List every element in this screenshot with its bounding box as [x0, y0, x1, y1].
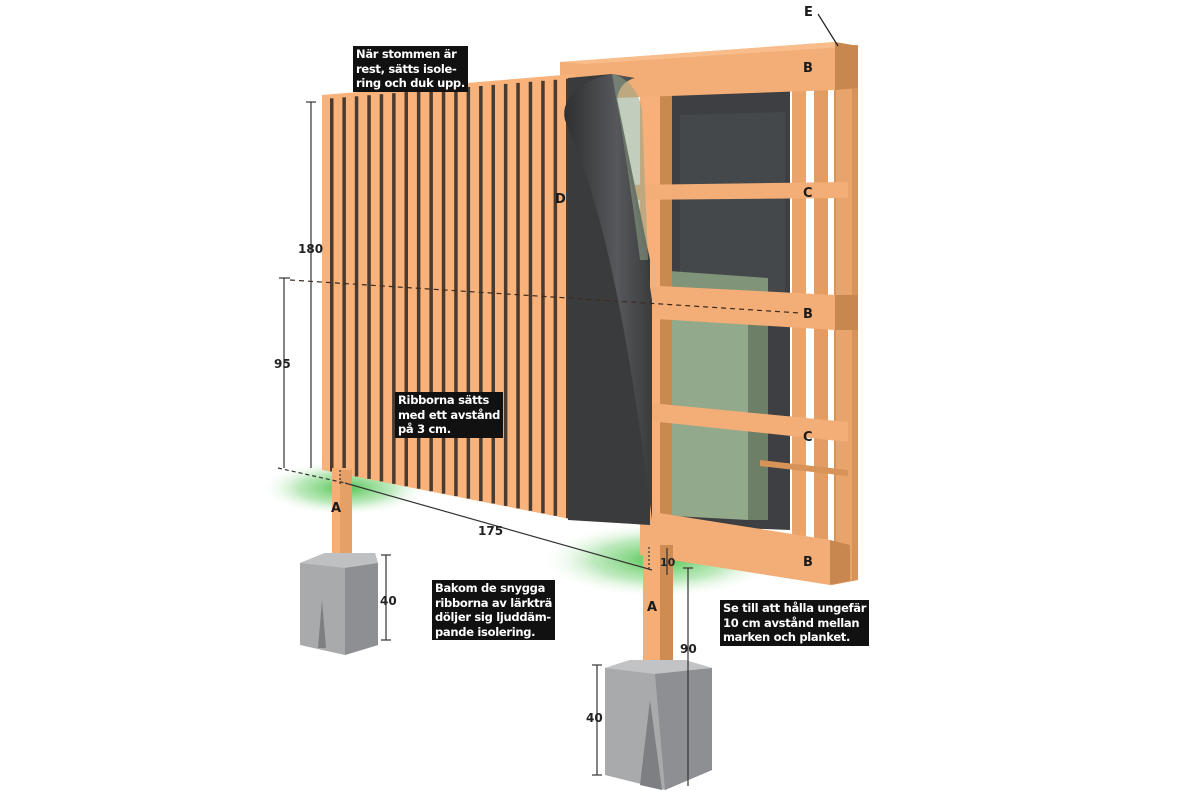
footing-right — [605, 660, 712, 790]
callout-behind: Bakom de snygga ribborna av lärkträ dölj… — [432, 580, 556, 640]
slat-gap — [491, 84, 495, 504]
label-a-right: A — [647, 600, 657, 615]
label-b-middle: B — [803, 307, 813, 322]
post-a-left — [332, 468, 352, 573]
slat-gap — [553, 79, 558, 516]
slat-gap — [466, 87, 471, 499]
slat-gap — [503, 83, 508, 506]
slat-gap — [404, 92, 408, 487]
rail-b-middle — [640, 285, 858, 330]
dim-height-mid: 95 — [274, 357, 291, 371]
slat-gap — [566, 78, 570, 519]
rail-b-bottom — [640, 510, 850, 585]
slat-gap — [379, 94, 384, 482]
slat-gap — [516, 82, 520, 509]
dim-footing-right: 40 — [586, 711, 603, 725]
label-b-bottom: B — [803, 555, 813, 570]
callout-frame: När stommen är rest, sätts isole- ring o… — [353, 46, 468, 92]
slat-gap — [392, 93, 396, 484]
footing-left — [300, 553, 378, 655]
dim-footing-left: 40 — [380, 594, 397, 608]
dim-span: 175 — [478, 524, 503, 538]
slat-gap — [479, 86, 483, 502]
slat-gap — [429, 90, 433, 492]
post-a-right — [643, 545, 673, 673]
slat-gap — [342, 97, 346, 475]
label-b-top: B — [803, 61, 813, 76]
slat-gap — [541, 80, 545, 514]
label-a-left: A — [331, 501, 341, 516]
slat-gap — [330, 98, 334, 472]
dim-ground-gap: 10 — [660, 556, 676, 569]
label-e: E — [804, 5, 813, 20]
slat-gap — [454, 88, 458, 497]
slat-gap — [528, 81, 533, 511]
dimension-lines — [277, 13, 839, 786]
slat-panel — [322, 74, 575, 520]
rail-c-lower — [640, 402, 848, 476]
dim-post-below: 90 — [680, 642, 697, 656]
slat-gap — [354, 96, 359, 477]
label-c-upper: C — [803, 186, 813, 201]
slat-gap — [441, 89, 446, 494]
slat-gap — [367, 95, 371, 479]
rail-c-upper — [620, 182, 848, 200]
slat-gap — [416, 91, 421, 489]
label-c-lower: C — [803, 430, 813, 445]
label-d: D — [555, 192, 566, 207]
dim-height-total: 180 — [298, 242, 323, 256]
callout-gap: Se till att hålla ungefär 10 cm avstånd … — [720, 600, 870, 646]
callout-slats: Ribborna sätts med ett avstånd på 3 cm. — [395, 392, 504, 438]
